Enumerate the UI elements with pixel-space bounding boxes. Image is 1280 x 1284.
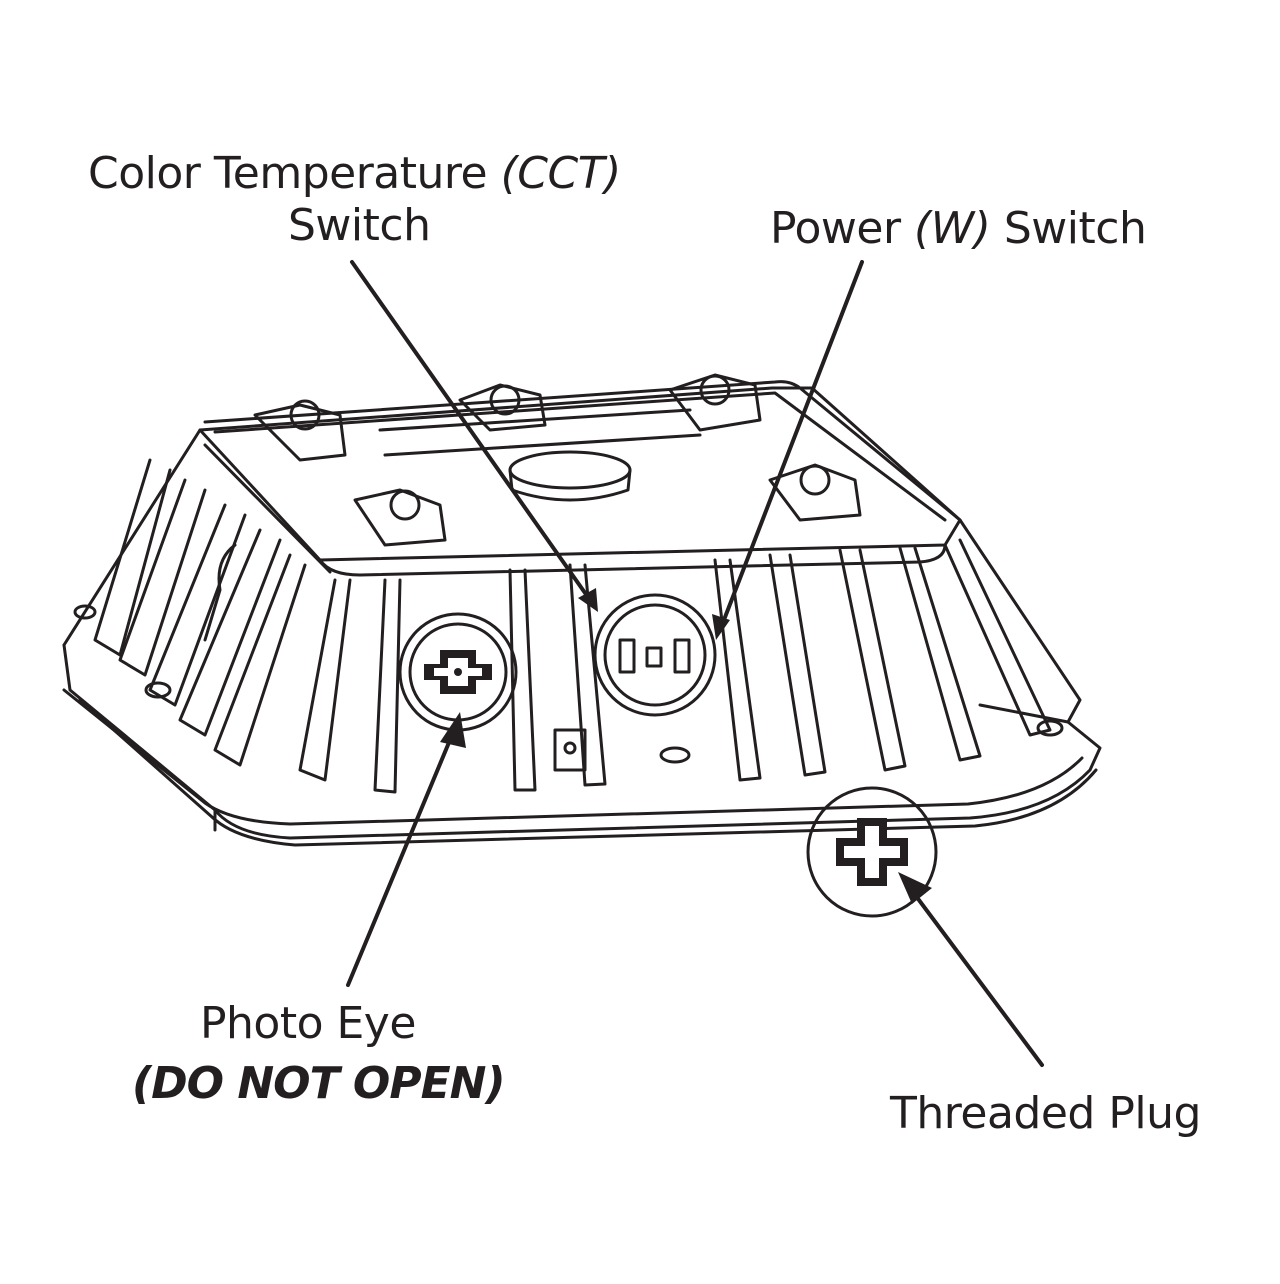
switch-housing-drawing	[553, 593, 717, 772]
left-fins	[93, 458, 307, 767]
photo-eye-arrowhead	[440, 712, 466, 748]
plug-label: Threaded Plug	[890, 1088, 1201, 1139]
leader-lines	[346, 260, 1044, 1067]
power-label-main: Power	[770, 203, 915, 254]
power-arrowhead	[712, 614, 730, 640]
cct-arrowhead	[578, 588, 598, 612]
power-leader-line	[720, 260, 864, 627]
photo-eye-label-line2: (DO NOT OPEN)	[132, 1058, 506, 1109]
arrowheads	[440, 588, 932, 904]
cct-label-line1: Color Temperature (CCT)	[88, 148, 621, 200]
power-label-italic: (W)	[914, 203, 991, 254]
cct-label-main: Color Temperature	[88, 148, 501, 199]
cct-leader-line	[350, 260, 592, 602]
photo-eye-drawing	[398, 612, 518, 732]
base-flange	[62, 643, 1102, 847]
housing-body	[62, 380, 1082, 724]
plug-leader-line	[908, 886, 1044, 1067]
top-opening	[508, 450, 632, 490]
photo-eye-leader-line	[346, 726, 457, 987]
cct-label-line2: Switch	[288, 200, 431, 251]
cct-label-italic: (CCT)	[500, 148, 622, 199]
top-opening-rim	[508, 468, 632, 502]
power-label-tail: Switch	[990, 203, 1147, 254]
plug-arrowhead	[898, 872, 932, 904]
power-label: Power (W) Switch	[770, 203, 1147, 255]
threaded-plug-drawing	[806, 786, 938, 918]
bolt-bosses	[73, 604, 1064, 764]
top-clips	[253, 373, 862, 547]
photo-eye-label-line1: Photo Eye	[200, 998, 416, 1049]
